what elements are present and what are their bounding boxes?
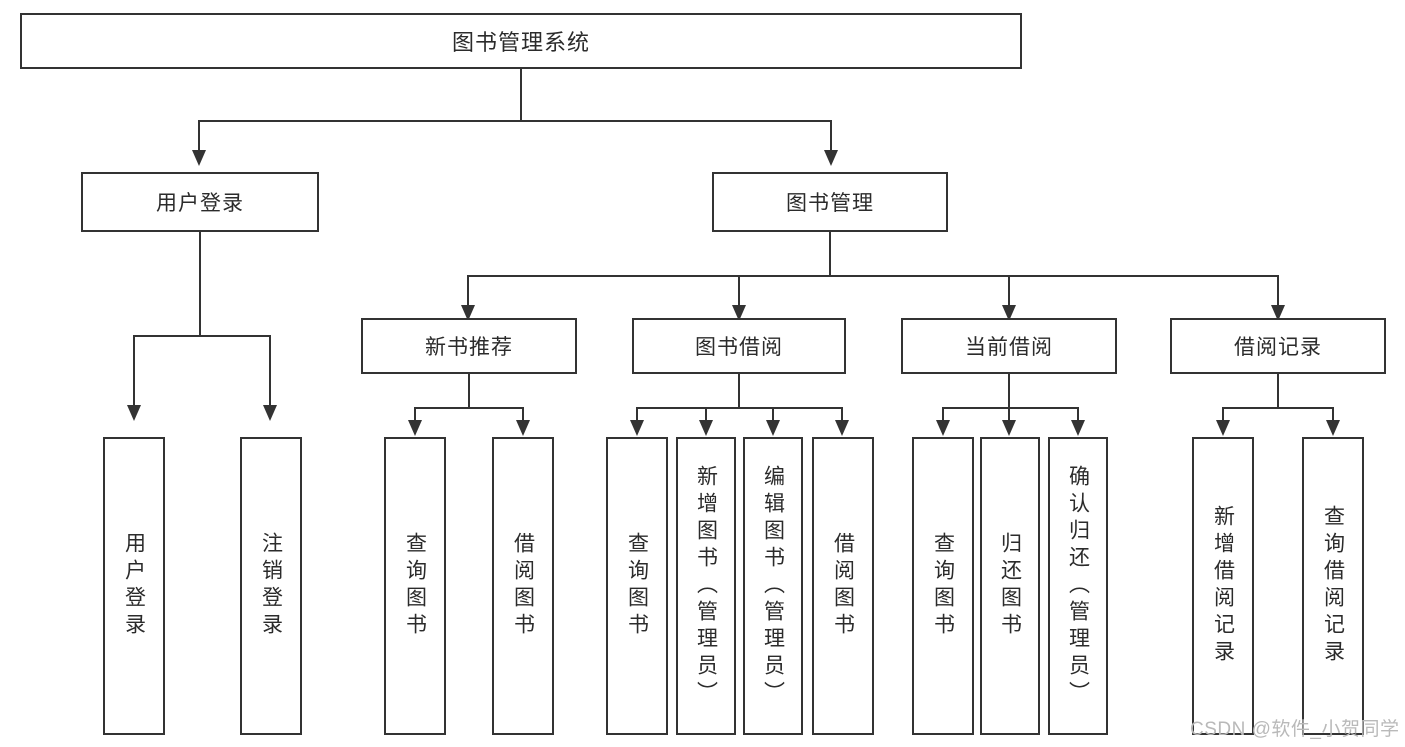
arrowhead-leaf-cb-return: [1002, 420, 1016, 436]
connector-cb-drop-2: [1008, 407, 1010, 423]
node-label: 图书借阅: [695, 336, 783, 359]
node-borrow-record[interactable]: 借阅记录: [1170, 318, 1386, 374]
connector-cb-drop-3: [1077, 407, 1079, 423]
connector-book-manage-stem: [829, 232, 831, 276]
connector-to-borrow-record: [1277, 275, 1279, 307]
connector-nbr-drop-2: [522, 407, 524, 423]
connector-nbr-drop-1: [414, 407, 416, 423]
arrowhead-leaf-br-add: [1216, 420, 1230, 436]
node-label: 注销登录: [259, 532, 283, 640]
node-leaf-rec-borrow-book[interactable]: 借阅图书: [492, 437, 554, 735]
node-leaf-cb-confirm-return[interactable]: 确认归还（管理员）: [1048, 437, 1108, 735]
connector-root-stem: [520, 69, 522, 121]
node-book-manage[interactable]: 图书管理: [712, 172, 948, 232]
node-leaf-logout[interactable]: 注销登录: [240, 437, 302, 735]
node-leaf-bb-query-book[interactable]: 查询图书: [606, 437, 668, 735]
connector-new-book-rec-stem: [468, 374, 470, 408]
connector-current-borrow-stem: [1008, 374, 1010, 408]
connector-user-login-bus: [133, 335, 271, 337]
node-label: 编辑图书（管理员）: [761, 464, 785, 708]
node-label: 归还图书: [998, 532, 1022, 640]
connector-new-book-rec-bus: [414, 407, 524, 409]
arrowhead-leaf-bb-edit: [766, 420, 780, 436]
arrowhead-leaf-user-login: [127, 405, 141, 421]
node-label: 新书推荐: [425, 336, 513, 359]
connector-bb-drop-4: [841, 407, 843, 423]
arrowhead-borrow-record: [1271, 305, 1285, 321]
connector-current-borrow-bus: [942, 407, 1079, 409]
arrowhead-current-borrow: [1002, 305, 1016, 321]
connector-to-current-borrow: [1008, 275, 1010, 307]
arrowhead-leaf-cb-confirm: [1071, 420, 1085, 436]
node-label: 当前借阅: [965, 336, 1053, 359]
node-leaf-br-add-record[interactable]: 新增借阅记录: [1192, 437, 1254, 735]
node-root-system[interactable]: 图书管理系统: [20, 13, 1022, 69]
node-leaf-br-query-record[interactable]: 查询借阅记录: [1302, 437, 1364, 735]
arrowhead-leaf-bb-query: [630, 420, 644, 436]
connector-borrow-record-stem: [1277, 374, 1279, 408]
node-label: 查询借阅记录: [1321, 505, 1345, 667]
arrowhead-leaf-cb-query: [936, 420, 950, 436]
arrowhead-leaf-logout: [263, 405, 277, 421]
node-label: 新增借阅记录: [1211, 505, 1235, 667]
connector-cb-drop-1: [942, 407, 944, 423]
connector-user-login-drop-1: [133, 335, 135, 407]
node-book-borrow[interactable]: 图书借阅: [632, 318, 846, 374]
node-label: 查询图书: [625, 532, 649, 640]
node-label: 借阅图书: [831, 532, 855, 640]
arrowhead-leaf-rec-query: [408, 420, 422, 436]
node-leaf-rec-query-book[interactable]: 查询图书: [384, 437, 446, 735]
connector-user-login-drop-2: [269, 335, 271, 407]
node-current-borrow[interactable]: 当前借阅: [901, 318, 1117, 374]
connector-borrow-record-bus: [1222, 407, 1334, 409]
connector-to-new-book-rec: [467, 275, 469, 307]
node-label: 查询图书: [403, 532, 427, 640]
connector-br-drop-2: [1332, 407, 1334, 423]
connector-book-borrow-stem: [738, 374, 740, 408]
arrowhead-leaf-bb-add: [699, 420, 713, 436]
arrowhead-user-login: [192, 150, 206, 166]
connector-br-drop-1: [1222, 407, 1224, 423]
connector-level2-bus: [467, 275, 1279, 277]
arrowhead-new-book-rec: [461, 305, 475, 321]
connector-level1-bus: [198, 120, 832, 122]
node-leaf-user-login[interactable]: 用户登录: [103, 437, 165, 735]
arrowhead-leaf-rec-borrow: [516, 420, 530, 436]
node-label: 图书管理系统: [451, 30, 590, 55]
node-label: 图书管理: [786, 192, 874, 215]
connector-bb-drop-3: [772, 407, 774, 423]
node-leaf-bb-add-book[interactable]: 新增图书（管理员）: [676, 437, 736, 735]
connector-to-book-manage: [830, 120, 832, 152]
node-label: 用户登录: [156, 192, 244, 215]
node-user-login[interactable]: 用户登录: [81, 172, 319, 232]
connector-to-book-borrow: [738, 275, 740, 307]
node-leaf-bb-edit-book[interactable]: 编辑图书（管理员）: [743, 437, 803, 735]
node-label: 用户登录: [122, 532, 146, 640]
node-leaf-cb-query-book[interactable]: 查询图书: [912, 437, 974, 735]
connector-book-borrow-bus: [636, 407, 843, 409]
arrowhead-leaf-bb-borrow: [835, 420, 849, 436]
node-label: 查询图书: [931, 532, 955, 640]
connector-bb-drop-1: [636, 407, 638, 423]
connector-to-user-login: [198, 120, 200, 152]
node-leaf-cb-return-book[interactable]: 归还图书: [980, 437, 1040, 735]
arrowhead-book-borrow: [732, 305, 746, 321]
connector-user-login-stem: [199, 232, 201, 336]
arrowhead-book-manage: [824, 150, 838, 166]
arrowhead-leaf-br-query: [1326, 420, 1340, 436]
node-label: 借阅图书: [511, 532, 535, 640]
node-label: 确认归还（管理员）: [1066, 464, 1090, 708]
connector-bb-drop-2: [705, 407, 707, 423]
node-label: 借阅记录: [1234, 336, 1322, 359]
node-new-book-recommend[interactable]: 新书推荐: [361, 318, 577, 374]
node-label: 新增图书（管理员）: [694, 464, 718, 708]
node-leaf-bb-borrow-book[interactable]: 借阅图书: [812, 437, 874, 735]
